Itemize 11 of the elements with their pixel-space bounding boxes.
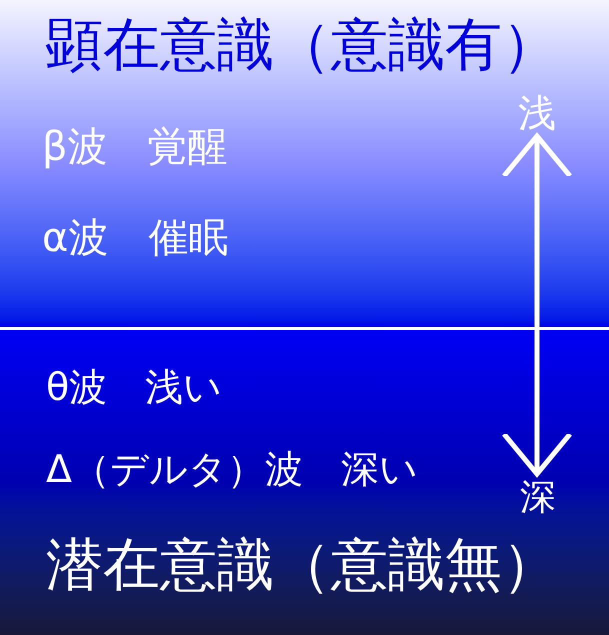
double-arrow (502, 134, 572, 476)
depth-label: 浅 (518, 94, 556, 132)
brainwave-label: Δ（デルタ）波 深い (46, 446, 418, 493)
gradient-band (0, 330, 609, 635)
heading: 潜在意識（意識無） (46, 531, 559, 600)
depth-label: 深 (520, 480, 556, 516)
brainwave-label: α波 催眠 (42, 214, 228, 263)
brainwave-label: β波 覚醒 (42, 123, 228, 172)
gradient-band (0, 0, 609, 327)
heading: 顕在意識（意識有） (46, 11, 559, 80)
brainwave-label: θ波 浅い (46, 364, 222, 411)
